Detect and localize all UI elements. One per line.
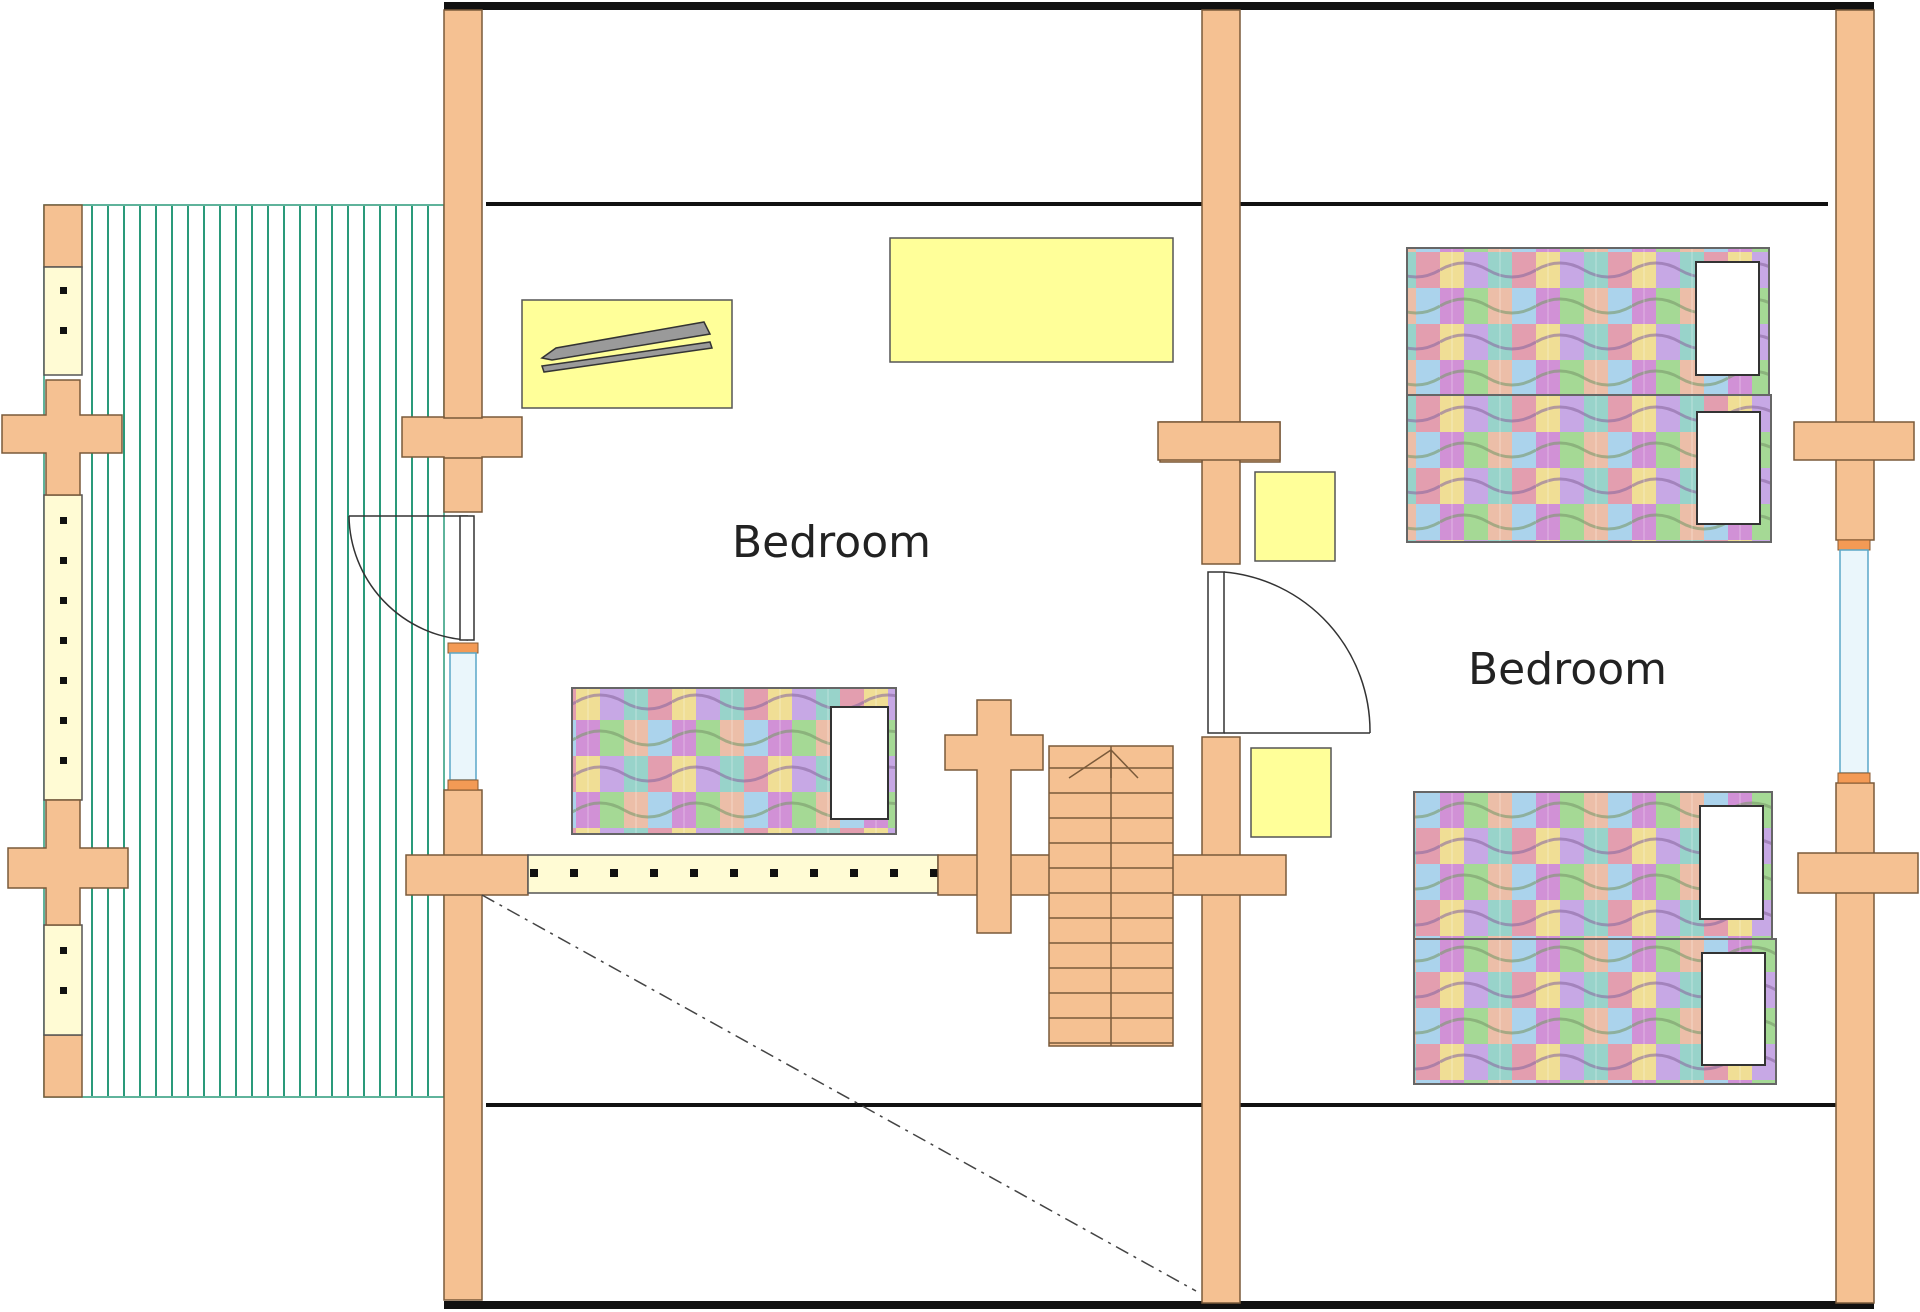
railing-dot — [930, 869, 938, 877]
roof-slope-line — [481, 894, 1197, 1292]
balcony-cross — [1, 379, 123, 496]
wardrobe[interactable] — [889, 237, 1174, 363]
structure — [401, 2, 1919, 1309]
railing-dot — [60, 677, 67, 684]
railing-dot — [730, 869, 738, 877]
railing-dot — [610, 869, 618, 877]
wall-cross-arm — [1793, 421, 1915, 461]
nightstand[interactable] — [1254, 471, 1336, 562]
window-left — [449, 652, 477, 781]
staircase[interactable] — [1048, 745, 1174, 1047]
railing-dot — [60, 287, 67, 294]
door-swing-balcony[interactable] — [348, 515, 469, 641]
balcony-deck — [43, 204, 445, 1098]
bedroom-door[interactable] — [1207, 571, 1225, 734]
railing-dot — [530, 869, 538, 877]
bedroom-right-furniture — [1250, 247, 1777, 1085]
railing-dot — [60, 987, 67, 994]
pillow — [1699, 805, 1764, 920]
railing-dot — [60, 517, 67, 524]
railing-dot — [60, 327, 67, 334]
railing-dot — [60, 947, 67, 954]
balcony-post — [43, 1034, 83, 1098]
balcony-railing-segment — [43, 924, 83, 1036]
crossbeam-left — [405, 854, 529, 896]
pillow — [830, 706, 889, 820]
stair-railing-dots — [530, 869, 938, 877]
balcony-cross — [7, 799, 129, 926]
wall-cross-arm — [1797, 852, 1919, 894]
balcony — [1, 204, 445, 1098]
balcony-railing-segment — [43, 266, 83, 376]
door-swing-bedroom[interactable] — [1223, 571, 1371, 734]
balcony-slats — [91, 206, 429, 1096]
railing-dot — [810, 869, 818, 877]
doors — [348, 515, 1371, 734]
window-cap — [1837, 539, 1871, 551]
pillow — [1695, 261, 1760, 376]
window-cap — [447, 642, 479, 654]
railing-dot — [690, 869, 698, 877]
wall-cross-arm — [1157, 421, 1281, 461]
room-label-bedroom-left: Bedroom — [732, 517, 931, 568]
room-label-bedroom-right: Bedroom — [1468, 644, 1667, 695]
bedroom-left-furniture — [521, 237, 1174, 835]
windows — [447, 539, 1871, 791]
balcony-railing-segment — [43, 494, 83, 801]
railing-dot — [890, 869, 898, 877]
wall-center — [1201, 9, 1241, 565]
railing-dot — [60, 717, 67, 724]
window-cap — [447, 779, 479, 791]
pillow — [1701, 952, 1766, 1066]
railing-dot — [850, 869, 858, 877]
wall-center — [1201, 736, 1241, 1304]
balcony-railing-dots — [60, 287, 67, 994]
railing-dot — [770, 869, 778, 877]
wall-cross — [401, 416, 523, 459]
stair-direction-arrow — [1068, 749, 1139, 779]
pillow — [1696, 411, 1761, 525]
railing-dot — [60, 757, 67, 764]
railing-dot — [60, 597, 67, 604]
railing-dot — [570, 869, 578, 877]
railing-dot — [60, 637, 67, 644]
window-right — [1839, 549, 1869, 774]
laptop-icon — [540, 321, 713, 373]
stair-post-cross — [944, 699, 1044, 934]
nightstand[interactable] — [1250, 747, 1332, 838]
railing-dot — [650, 869, 658, 877]
railing-dot — [60, 557, 67, 564]
balcony-door[interactable] — [459, 515, 475, 641]
window-cap — [1837, 772, 1871, 784]
balcony-post — [43, 204, 83, 268]
